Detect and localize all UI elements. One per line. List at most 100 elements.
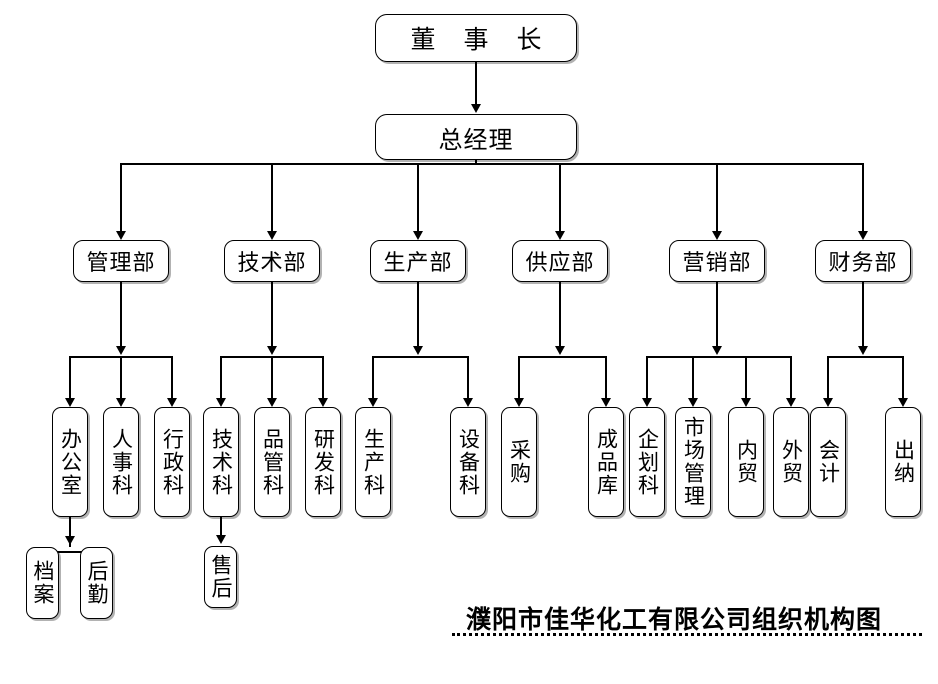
edge-dept-supply-stem [559, 282, 561, 348]
arrowhead-dept-mkt [712, 231, 722, 240]
title-underline [452, 633, 922, 636]
node-dept-supply[interactable]: 供应部 [512, 240, 608, 282]
node-rd[interactable]: 研发科 [305, 407, 341, 517]
node-qc-label: 品管科 [260, 427, 285, 497]
arrowhead-office-bus [65, 536, 75, 545]
arrowhead-dept-admin [116, 231, 126, 240]
edge-fin-cashier [902, 356, 904, 402]
node-rd-label: 研发科 [311, 427, 336, 497]
node-dept-prod[interactable]: 生产部 [370, 240, 466, 282]
edge-gm-dept-prod [417, 163, 419, 235]
node-archive[interactable]: 档案 [26, 547, 59, 619]
node-purchase[interactable]: 采购 [501, 407, 537, 517]
node-qc[interactable]: 品管科 [254, 407, 290, 517]
arrowhead-accounting [823, 398, 833, 407]
arrowhead-office [65, 398, 75, 407]
node-dept-tech[interactable]: 技术部 [224, 240, 320, 282]
edge-techsec-aftersales [220, 517, 222, 541]
arrowhead-domestic [741, 398, 751, 407]
arrowhead-admin-bus [116, 346, 126, 355]
edge-gm-dept-supply [559, 163, 561, 235]
node-dept-admin[interactable]: 管理部 [73, 240, 169, 282]
node-prod-section-label: 生产科 [361, 427, 386, 497]
edge-prod-prodsec [372, 356, 374, 402]
node-domestic-trade[interactable]: 内贸 [728, 407, 764, 517]
node-foreign-trade[interactable]: 外贸 [773, 407, 809, 517]
node-tech-section-label: 技术科 [209, 427, 234, 497]
node-planning-label: 企划科 [635, 427, 660, 497]
node-market-management-label: 市场管理 [681, 416, 706, 508]
arrowhead-adminsec [167, 398, 177, 407]
edge-prod-equip [467, 356, 469, 402]
node-planning[interactable]: 企划科 [629, 407, 665, 517]
node-aftersales-label: 售后 [209, 554, 233, 600]
node-office[interactable]: 办公室 [52, 407, 88, 517]
node-purchase-label: 采购 [507, 439, 532, 485]
edge-tech-qc [271, 356, 273, 402]
edge-supply-purchase [518, 356, 520, 402]
edge-gm-dept-admin [120, 163, 122, 235]
node-accounting[interactable]: 会计 [810, 407, 846, 517]
arrowhead-dept-tech [267, 231, 277, 240]
edge-gm-dept-fin [862, 163, 864, 235]
office-children-bus [42, 551, 98, 553]
arrowhead-fin-bus [858, 346, 868, 355]
arrowhead-rd [318, 398, 328, 407]
edge-gm-dept-mkt [716, 163, 718, 235]
node-dept-admin-label: 管理部 [86, 251, 156, 276]
prod-children-bus [372, 356, 469, 358]
node-dept-mkt-label: 营销部 [682, 251, 752, 276]
node-chairman-label: 董 事 长 [410, 25, 552, 54]
edge-admin-hr [120, 356, 122, 402]
arrowhead-purchase [514, 398, 524, 407]
node-prod-section[interactable]: 生产科 [355, 407, 391, 517]
edge-mkt-mktmgmt [692, 356, 694, 402]
arrowhead-mkt-bus [712, 346, 722, 355]
node-foreign-trade-label: 外贸 [779, 439, 804, 485]
node-dept-supply-label: 供应部 [525, 251, 595, 276]
edge-tech-rd [322, 356, 324, 402]
arrowhead-hr [116, 398, 126, 407]
node-logistics-label: 后勤 [85, 560, 109, 606]
fin-children-bus [827, 356, 904, 358]
arrowhead-equip [463, 398, 473, 407]
node-cashier-label: 出纳 [891, 439, 916, 485]
node-archive-label: 档案 [31, 560, 55, 606]
edge-admin-office [69, 356, 71, 402]
node-tech-section[interactable]: 技术科 [203, 407, 239, 517]
node-hr[interactable]: 人事科 [103, 407, 139, 517]
node-cashier[interactable]: 出纳 [885, 407, 921, 517]
edge-gm-stem [475, 160, 477, 164]
node-equipment[interactable]: 设备科 [450, 407, 486, 517]
node-dept-mkt[interactable]: 营销部 [669, 240, 765, 282]
node-admin-section[interactable]: 行政科 [154, 407, 190, 517]
node-chairman[interactable]: 董 事 长 [375, 14, 577, 62]
node-logistics[interactable]: 后勤 [80, 547, 113, 619]
edge-mkt-planning [646, 356, 648, 402]
arrowhead-gm [471, 104, 481, 113]
node-aftersales[interactable]: 售后 [204, 546, 237, 608]
arrowhead-dept-prod [413, 231, 423, 240]
node-accounting-label: 会计 [816, 439, 841, 485]
node-dept-fin[interactable]: 财务部 [815, 240, 911, 282]
arrowhead-planning [642, 398, 652, 407]
edge-supply-warehouse [605, 356, 607, 402]
arrowhead-prod-bus [413, 346, 423, 355]
department-bus-line [120, 163, 864, 165]
arrowhead-dept-supply [555, 231, 565, 240]
node-warehouse[interactable]: 成品库 [588, 407, 624, 517]
node-general-manager-label: 总经理 [438, 125, 514, 154]
arrowhead-prodsec [368, 398, 378, 407]
edge-dept-mkt-stem [716, 282, 718, 348]
node-general-manager[interactable]: 总经理 [375, 114, 577, 160]
edge-admin-adminsec [171, 356, 173, 402]
arrowhead-tech-bus [267, 346, 277, 355]
edge-dept-tech-stem [271, 282, 273, 348]
node-admin-section-label: 行政科 [160, 427, 185, 497]
mkt-children-bus [646, 356, 792, 358]
edge-dept-prod-stem [417, 282, 419, 348]
node-market-management[interactable]: 市场管理 [675, 407, 711, 517]
arrowhead-dept-fin [858, 231, 868, 240]
node-office-label: 办公室 [58, 427, 83, 497]
